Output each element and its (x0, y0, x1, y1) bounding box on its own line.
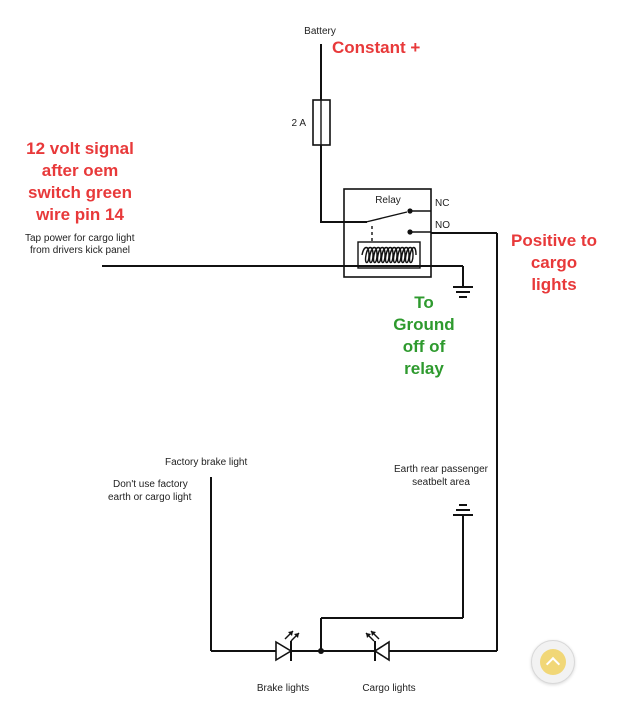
cargo-lights-label: Cargo lights (362, 683, 415, 694)
tap-power-label-line-1: Tap power for cargo light (25, 233, 135, 244)
tap-power-label-line-2: from drivers kick panel (30, 245, 130, 256)
positive-annotation-line-1: Positive to (511, 231, 597, 250)
relay-ground-icon (453, 286, 473, 298)
signal-annotation-line-1: 12 volt signal (26, 139, 134, 158)
earth-label-line-2: seatbelt area (412, 477, 470, 488)
constant-annotation: Constant + (332, 38, 420, 57)
cargo-lights-led-icon (365, 630, 390, 662)
ground-annotation-line-3: off of (403, 337, 446, 356)
chevron-up-icon (540, 649, 566, 675)
brake-lights-led-icon (275, 630, 300, 662)
signal-annotation-line-2: after oem (42, 161, 119, 180)
factory-brake-light-label: Factory brake light (165, 457, 247, 468)
relay-coil (361, 246, 417, 264)
battery-label: Battery (304, 26, 336, 37)
positive-annotation-line-2: cargo (531, 253, 577, 272)
ground-annotation-line-4: relay (404, 359, 444, 378)
dont-use-label-line-2: earth or cargo light (108, 492, 192, 503)
earth-ground-icon (453, 504, 473, 516)
signal-annotation-line-4: wire pin 14 (35, 205, 124, 224)
relay-coil-box (357, 241, 421, 269)
scroll-to-top-button[interactable] (531, 640, 575, 684)
positive-annotation: Positive to cargo lights (511, 231, 597, 294)
earth-label-line-1: Earth rear passenger (394, 464, 489, 475)
ground-annotation-line-1: To (414, 293, 434, 312)
brake-lights-label: Brake lights (257, 683, 309, 694)
fuse-rating-label: 2 A (292, 118, 307, 129)
dont-use-label-line-1: Don't use factory (113, 479, 188, 490)
signal-annotation-line-3: switch green (28, 183, 132, 202)
ground-annotation-line-2: Ground (393, 315, 454, 334)
nc-label: NC (435, 198, 449, 209)
positive-annotation-line-3: lights (531, 275, 576, 294)
no-label: NO (435, 220, 450, 231)
ground-annotation: To Ground off of relay (393, 293, 454, 378)
signal-annotation: 12 volt signal after oem switch green wi… (26, 139, 134, 224)
relay-switch-arm (365, 211, 408, 223)
relay-label: Relay (375, 195, 401, 206)
